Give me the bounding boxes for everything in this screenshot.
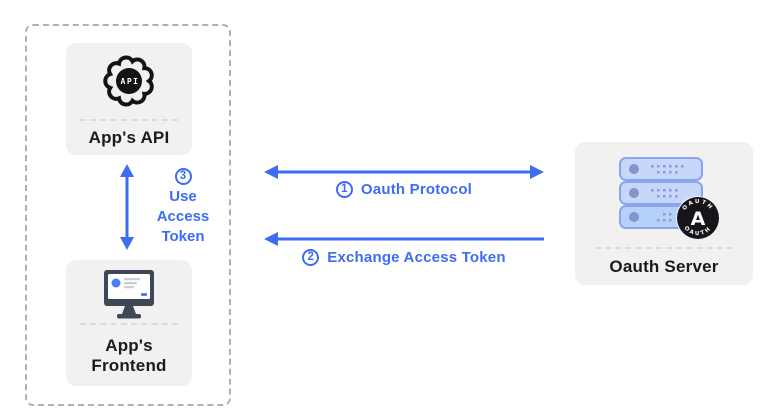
badge-letter: A [691, 208, 706, 230]
api-gear-icon: API [103, 55, 154, 107]
step1-text: Oauth Protocol [360, 181, 473, 198]
step3-label: 3 Use Access Token [146, 165, 220, 247]
card-divider [80, 119, 178, 121]
step3-line-1: Use [169, 188, 197, 206]
svg-text:OAUTH: OAUTH [683, 225, 713, 237]
apps-frontend-card: App's Frontend [66, 260, 192, 386]
card-divider [595, 247, 733, 249]
oauth-server-card: OAUTH OAUTH A Oauth Server [575, 142, 753, 285]
app-group-container [25, 24, 231, 406]
oauth-protocol-arrow [264, 165, 544, 179]
apps-api-card: API App's API [66, 43, 192, 155]
exchange-token-arrow [264, 232, 544, 246]
step1-label: 1 Oauth Protocol [263, 181, 545, 198]
badge-ring-text-bottom: OAUTH [683, 225, 711, 237]
step2-text: Exchange Access Token [327, 249, 506, 266]
api-icon-text: API [121, 77, 140, 86]
step3-line-2: Access [156, 208, 210, 226]
frontend-monitor-icon [104, 270, 154, 319]
apps-frontend-label: App's Frontend [91, 335, 167, 375]
step1-number-badge: 1 [335, 181, 353, 198]
step3-line-3: Token [161, 228, 205, 246]
oauth-badge-icon: OAUTH OAUTH A [676, 196, 720, 240]
apps-api-label: App's API [88, 128, 170, 147]
server-stack-icon: OAUTH OAUTH A [619, 157, 720, 240]
use-access-token-arrow [120, 164, 134, 250]
step2-number-badge: 2 [302, 249, 320, 266]
card-divider [80, 323, 178, 325]
step2-label: 2 Exchange Access Token [263, 249, 545, 266]
oauth-server-label: Oauth Server [609, 257, 719, 276]
step3-number-badge: 3 [174, 168, 192, 186]
